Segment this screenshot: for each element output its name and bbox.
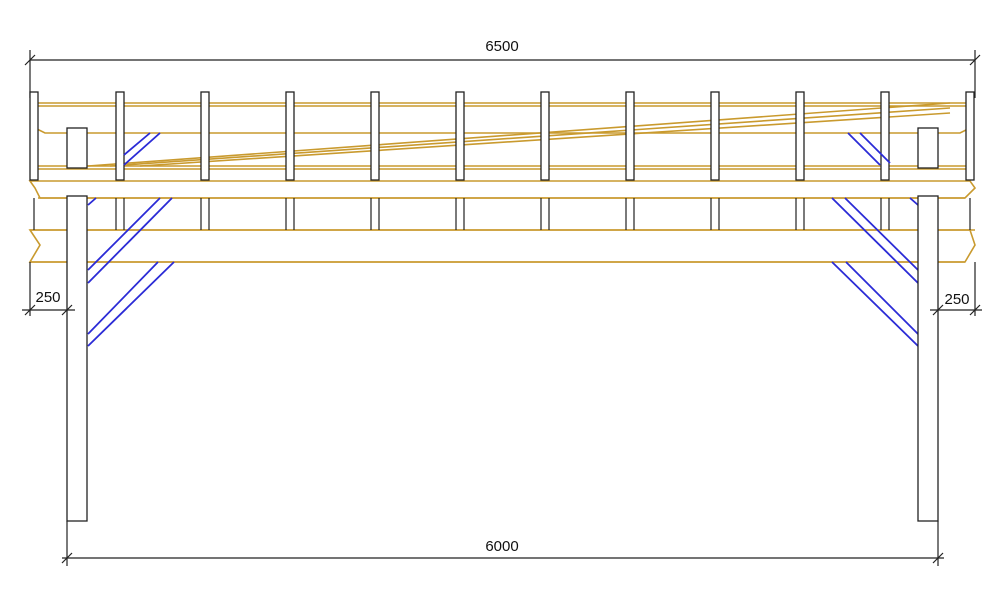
rafter bbox=[965, 91, 975, 181]
rafter bbox=[115, 91, 125, 181]
rafter bbox=[29, 91, 39, 181]
rafter bbox=[625, 91, 635, 181]
right-overhang-dimension: 250 bbox=[930, 262, 982, 316]
rafter bbox=[710, 91, 720, 181]
rafter bbox=[200, 91, 210, 181]
middle-beam bbox=[28, 180, 977, 199]
right-braces bbox=[831, 132, 919, 347]
post-span-label: 6000 bbox=[485, 538, 518, 555]
left-overhang-label: 250 bbox=[35, 289, 60, 306]
post-span-dimension: 6000 bbox=[61, 521, 944, 566]
diagonal-beam bbox=[87, 102, 951, 167]
right-overhang-label: 250 bbox=[944, 291, 969, 308]
rear-post-left bbox=[66, 127, 88, 169]
rafter bbox=[285, 91, 295, 181]
front-post-left bbox=[66, 195, 88, 522]
rafter bbox=[880, 91, 890, 181]
rafter bbox=[540, 91, 550, 181]
rear-post-right bbox=[917, 127, 939, 169]
main-beam bbox=[28, 229, 976, 263]
rafters bbox=[29, 91, 975, 181]
overall-width-dimension: 6500 bbox=[24, 38, 981, 98]
left-braces bbox=[87, 132, 175, 347]
rafter bbox=[455, 91, 465, 181]
rafter-stubs bbox=[33, 198, 971, 230]
overall-width-label: 6500 bbox=[485, 38, 518, 55]
front-post-right bbox=[917, 195, 939, 522]
top-beam bbox=[34, 102, 971, 170]
rafter bbox=[795, 91, 805, 181]
rafter bbox=[370, 91, 380, 181]
left-overhang-dimension: 250 bbox=[22, 262, 75, 316]
